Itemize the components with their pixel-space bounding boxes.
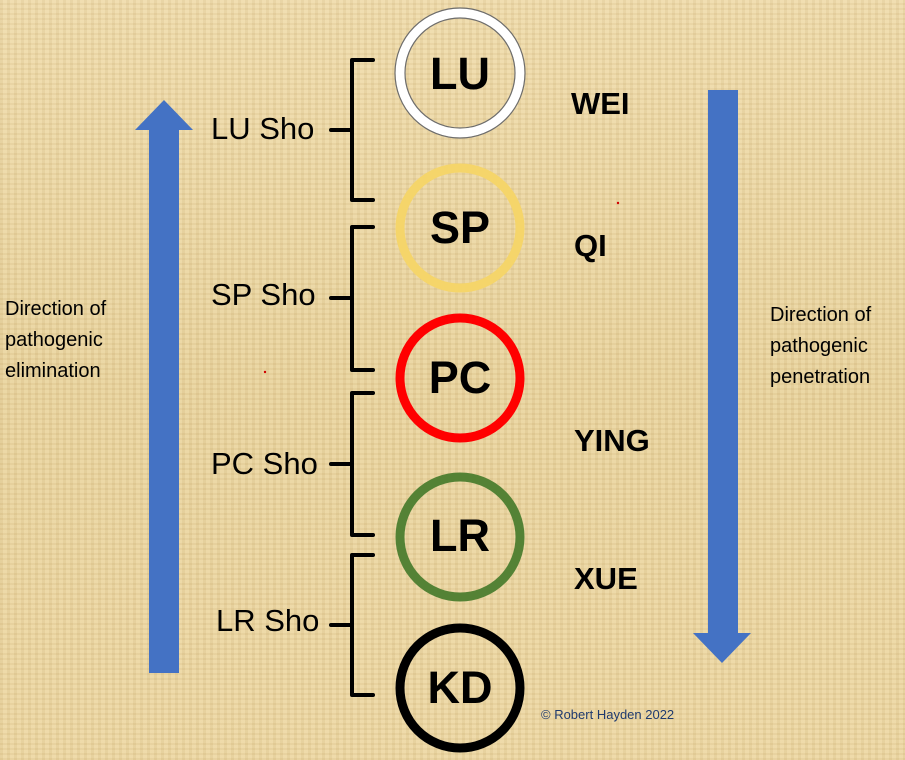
- circle-lu-outline: [394, 7, 526, 139]
- elimination-arrow: [135, 100, 193, 673]
- circle-lu: [395, 8, 525, 138]
- speck: [263, 370, 267, 374]
- circle-label-pc: PC: [428, 352, 492, 403]
- elimination-label-line: pathogenic: [5, 329, 103, 351]
- circle-kd: [395, 623, 525, 753]
- brace-pc-sho: [329, 391, 375, 537]
- stage-ying: YING: [574, 423, 650, 458]
- penetration-label: Direction of pathogenic penetration: [770, 300, 871, 393]
- elimination-label-line: elimination: [5, 360, 101, 382]
- sho-label-lr: LR Sho: [216, 603, 320, 638]
- sho-label-pc: PC Sho: [211, 446, 318, 481]
- circle-label-kd: KD: [427, 662, 493, 713]
- circle-sp: [395, 163, 525, 293]
- stage-wei: WEI: [571, 86, 630, 121]
- circle-label-lu: LU: [430, 48, 490, 99]
- circle-pc: [395, 313, 525, 443]
- stage-qi: QI: [574, 228, 607, 263]
- circle-lu-inner-outline: [404, 17, 516, 129]
- penetration-label-line: penetration: [770, 366, 871, 388]
- penetration-label-line: pathogenic: [770, 335, 868, 357]
- elimination-label: Direction of pathogenic elimination: [5, 294, 106, 387]
- circle-label-sp: SP: [429, 202, 491, 253]
- brace-sp-sho: [329, 225, 375, 372]
- penetration-arrow: [693, 90, 751, 663]
- elimination-label-line: Direction of: [5, 298, 107, 320]
- stage-xue: XUE: [574, 561, 638, 596]
- sho-label-sp: SP Sho: [211, 277, 316, 312]
- penetration-label-line: Direction of: [770, 304, 872, 326]
- brace-lr-sho: [329, 553, 375, 697]
- speck: [616, 201, 620, 205]
- copyright-text: © Robert Hayden 2022: [541, 707, 675, 722]
- circle-label-lr: LR: [430, 510, 490, 561]
- circle-lr: [395, 472, 525, 602]
- sho-label-lu: LU Sho: [211, 111, 315, 146]
- brace-lu-sho: [329, 58, 375, 202]
